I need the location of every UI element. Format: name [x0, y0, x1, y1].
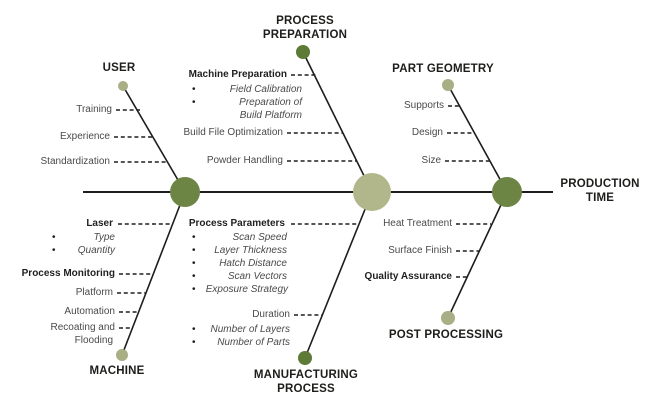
bullet-text: Type	[93, 232, 116, 243]
effect-label-line1: PRODUCTION	[560, 178, 640, 190]
bone-machine	[121, 191, 186, 356]
cause-training: Training	[76, 104, 112, 115]
junction-node-right	[492, 177, 522, 207]
dot-manufacturing-process	[298, 351, 312, 365]
bullet-text: Number of Layers	[210, 324, 290, 335]
cause-platform: Platform	[75, 287, 113, 298]
bullet-layer-thickness: Layer Thickness	[192, 245, 287, 257]
cause-heat-treatment: Heat Treatment	[383, 218, 452, 229]
category-user: USER	[102, 62, 136, 74]
bullet-icon	[192, 324, 206, 336]
cause-design: Design	[411, 127, 443, 138]
bullet-text: Layer Thickness	[214, 245, 287, 256]
bullet-icon	[192, 97, 206, 109]
bullet-scan-speed: Scan Speed	[192, 232, 288, 244]
cause-duration: Duration	[252, 309, 290, 320]
bullet-number-of-layers: Number of Layers	[192, 324, 290, 336]
category-process-preparation: PROCESS PREPARATION	[263, 14, 347, 42]
category-manufacturing-process-line2: PROCESS	[277, 383, 335, 395]
category-process-preparation-line1: PROCESS	[276, 15, 334, 27]
bullet-icon	[192, 284, 206, 296]
cause-automation: Automation	[64, 306, 115, 317]
bullet-text: Preparation of	[239, 97, 302, 108]
bullet-icon	[52, 245, 66, 257]
bullet-icon	[192, 245, 206, 257]
cause-surface-finish: Surface Finish	[388, 245, 452, 256]
category-part-geometry: PART GEOMETRY	[392, 63, 494, 75]
bullet-icon-spacer	[192, 110, 206, 122]
bullet-hatch-distance: Hatch Distance	[192, 258, 287, 270]
bone-part-geometry	[447, 84, 508, 193]
bullet-scan-vectors: Scan Vectors	[192, 271, 287, 283]
bone-user	[122, 85, 186, 193]
bone-manufacturing-process	[304, 191, 373, 359]
bone-post-processing	[447, 191, 508, 319]
bullet-text: Quantity	[77, 245, 115, 256]
category-post-processing: POST PROCESSING	[388, 329, 504, 341]
bullet-icon	[192, 271, 206, 283]
bullet-exposure-strategy: Exposure Strategy	[192, 284, 288, 296]
dot-part-geometry	[442, 79, 454, 91]
bullet-icon	[192, 337, 206, 349]
junction-node-center	[353, 173, 391, 211]
bullet-preparation-of: Preparation of	[192, 97, 302, 109]
cause-process-parameters: Process Parameters	[188, 218, 285, 229]
bullet-text: Build Platform	[239, 110, 302, 121]
bullet-type: Type	[52, 232, 116, 244]
bullet-text: Number of Parts	[217, 337, 290, 348]
bullet-text: Scan Vectors	[227, 271, 287, 282]
bone-process-preparation	[302, 51, 373, 193]
bullet-text: Scan Speed	[232, 232, 288, 243]
cause-recoating-line2: Flooding	[74, 335, 113, 346]
dot-machine	[116, 349, 128, 361]
bullet-build-platform: Build Platform	[192, 110, 302, 122]
bullet-icon	[192, 84, 206, 96]
cause-laser: Laser	[86, 218, 113, 229]
bullet-icon	[192, 258, 206, 270]
cause-powder-handling: Powder Handling	[206, 155, 283, 166]
category-machine: MACHINE	[89, 365, 145, 377]
bullet-number-of-parts: Number of Parts	[192, 337, 290, 349]
cause-recoating-line1: Recoating and	[50, 322, 116, 333]
junction-node-left	[170, 177, 200, 207]
bullet-quantity: Quantity	[52, 245, 115, 257]
cause-experience: Experience	[59, 131, 110, 142]
cause-quality-assurance: Quality Assurance	[364, 271, 452, 282]
cause-machine-preparation: Machine Preparation	[188, 69, 287, 80]
bullet-text: Exposure Strategy	[205, 284, 288, 295]
cause-size: Size	[421, 155, 441, 166]
dot-post-processing	[441, 311, 455, 325]
bullet-field-calibration: Field Calibration	[192, 84, 302, 96]
cause-supports: Supports	[403, 100, 444, 111]
category-manufacturing-process-line1: MANUFACTURING	[253, 369, 359, 381]
dashed-connectors	[114, 74, 491, 329]
effect-label-production-time: PRODUCTION TIME	[560, 177, 639, 205]
category-manufacturing-process: MANUFACTURING PROCESS	[254, 368, 358, 396]
bullet-text: Hatch Distance	[219, 258, 287, 269]
cause-build-file-optimization: Build File Optimization	[183, 127, 283, 138]
category-process-preparation-line2: PREPARATION	[262, 29, 348, 41]
bullet-icon	[192, 232, 206, 244]
dot-process-preparation	[296, 45, 310, 59]
cause-standardization: Standardization	[40, 156, 111, 167]
effect-label-line2: TIME	[585, 192, 615, 204]
bullet-icon	[52, 232, 66, 244]
bullet-text: Field Calibration	[229, 84, 302, 95]
dot-user	[118, 81, 128, 91]
cause-process-monitoring: Process Monitoring	[21, 268, 115, 279]
